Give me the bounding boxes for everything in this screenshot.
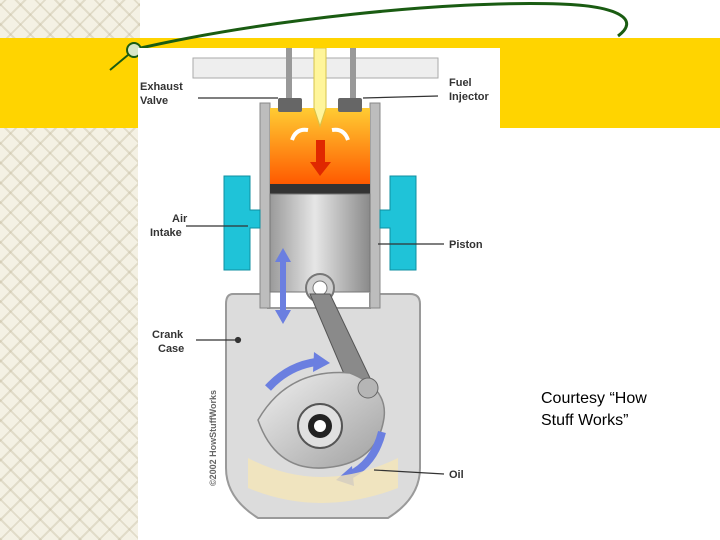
decorative-green-curve bbox=[109, 1, 629, 71]
label-fuel-injector-2: Injector bbox=[449, 91, 489, 103]
label-air-intake-1: Air bbox=[172, 213, 188, 225]
courtesy-line-2: Stuff Works” bbox=[541, 412, 629, 429]
label-crank-case-1: Crank bbox=[152, 329, 184, 341]
label-exhaust-valve-1: Exhaust bbox=[140, 81, 183, 93]
copyright-notice: ©2002 HowStuffWorks bbox=[208, 390, 218, 486]
cylinder-wall-right bbox=[369, 102, 381, 309]
cylinder-wall-left bbox=[259, 102, 271, 309]
intake-valve bbox=[338, 98, 362, 112]
courtesy-caption: Courtesy “How Stuff Works” bbox=[541, 388, 711, 432]
label-fuel-injector-1: Fuel bbox=[449, 77, 472, 89]
oil-sump bbox=[248, 458, 398, 503]
label-oil: Oil bbox=[449, 469, 464, 481]
air-intake-left bbox=[223, 175, 261, 271]
label-air-intake-2: Intake bbox=[150, 227, 182, 239]
exhaust-valve bbox=[278, 98, 302, 112]
rotation-arrow-icon bbox=[313, 352, 330, 372]
engine-diagram: Exhaust Valve Fuel Injector Air Intake P… bbox=[138, 48, 500, 540]
label-exhaust-valve-2: Valve bbox=[140, 95, 168, 107]
air-intake-right bbox=[379, 175, 417, 271]
courtesy-line-1: Courtesy “How bbox=[541, 390, 647, 407]
piston-motion-arrow-icon bbox=[275, 248, 291, 324]
piston-rings bbox=[270, 184, 370, 194]
downward-force-arrow-icon bbox=[310, 162, 331, 176]
label-crank-case-2: Case bbox=[158, 343, 184, 355]
label-piston: Piston bbox=[449, 239, 483, 251]
fuel-injector bbox=[313, 48, 327, 128]
